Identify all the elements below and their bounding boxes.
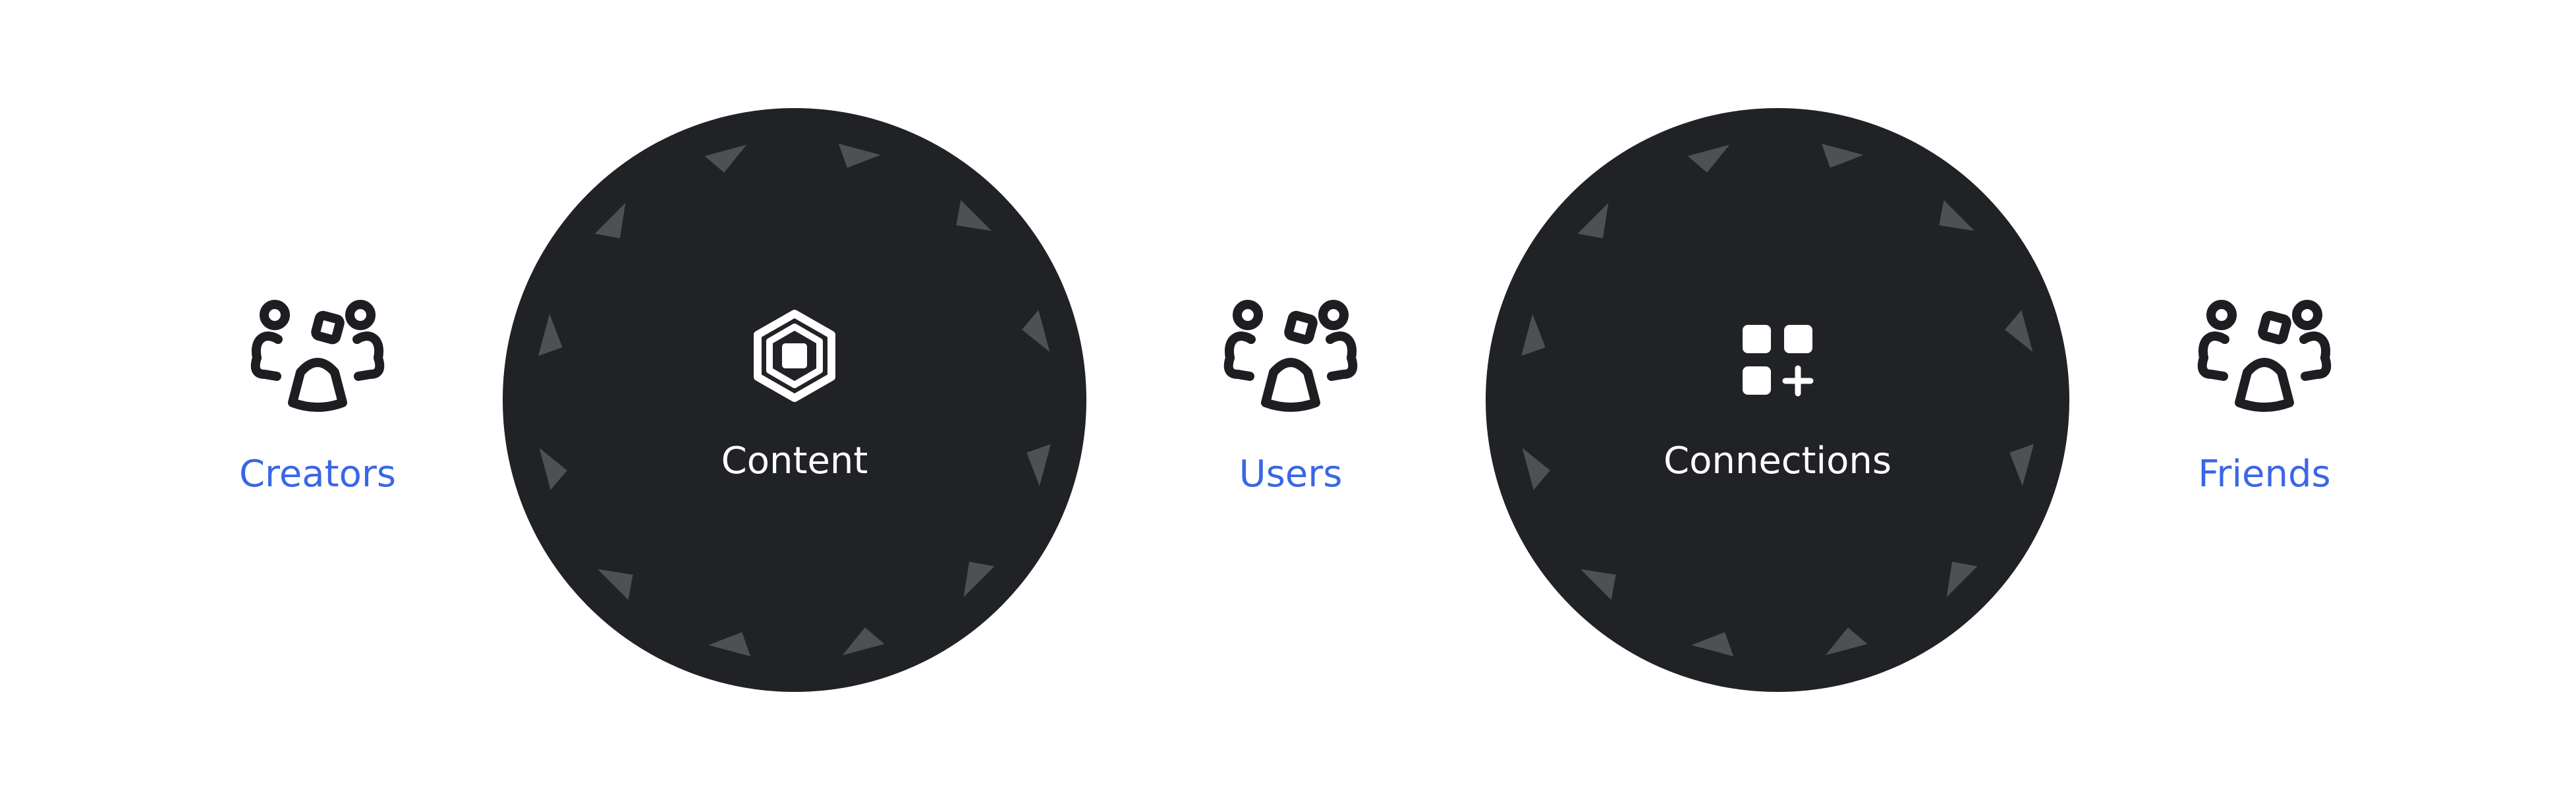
ring-arrow-marker <box>1022 310 1050 353</box>
ring-arrow-marker <box>539 447 567 490</box>
ring-arrow-marker <box>2009 443 2034 486</box>
hub-markers <box>538 144 1051 656</box>
hub-markers <box>1521 144 2034 656</box>
ring-arrow-marker <box>1687 144 1730 173</box>
hexagon-box-icon <box>754 310 835 402</box>
endpoint-creators: Creators <box>239 304 396 496</box>
users-group-icon <box>256 304 380 407</box>
ring-arrow-marker <box>594 202 626 239</box>
ring-arrow-marker <box>956 200 992 231</box>
ring-arrow-marker <box>1691 632 1734 656</box>
ring-arrow-marker <box>2005 310 2033 353</box>
ring-arrow-marker <box>1946 561 1978 598</box>
endpoint-friends: Friends <box>2198 304 2330 496</box>
endpoint-label: Friends <box>2198 453 2330 496</box>
endpoint-label: Users <box>1239 453 1343 496</box>
ring-arrow-marker <box>963 561 995 598</box>
ring-arrow-marker <box>597 569 633 600</box>
ring-arrow-marker <box>842 627 885 656</box>
ring-arrow-marker <box>1821 144 1864 168</box>
ring-arrow-marker <box>1939 200 1975 231</box>
ring-arrow-marker <box>708 632 751 656</box>
ring-arrow-marker <box>1026 443 1051 486</box>
endpoint-users: Users <box>1229 304 1353 496</box>
ring-arrow-marker <box>1825 627 1868 656</box>
ring-arrow-marker <box>704 144 747 173</box>
users-group-icon <box>1229 304 1353 407</box>
users-group-icon <box>2202 304 2327 407</box>
ring-arrow-marker <box>1577 202 1609 239</box>
endpoint-label: Creators <box>239 453 396 496</box>
ring-arrow-marker <box>838 144 881 168</box>
hub-label: Connections <box>1664 440 1891 482</box>
grid-plus-icon <box>1743 325 1814 397</box>
ring-arrow-marker <box>1521 314 1546 357</box>
hub-circle <box>1486 108 2069 692</box>
ring-arrow-marker <box>1580 569 1616 600</box>
hub-label: Content <box>721 440 868 482</box>
hub-content: Content <box>503 108 1086 692</box>
ring-arrow-marker <box>538 314 563 357</box>
hub-connections: Connections <box>1486 108 2069 692</box>
ring-arrow-marker <box>1522 447 1550 490</box>
